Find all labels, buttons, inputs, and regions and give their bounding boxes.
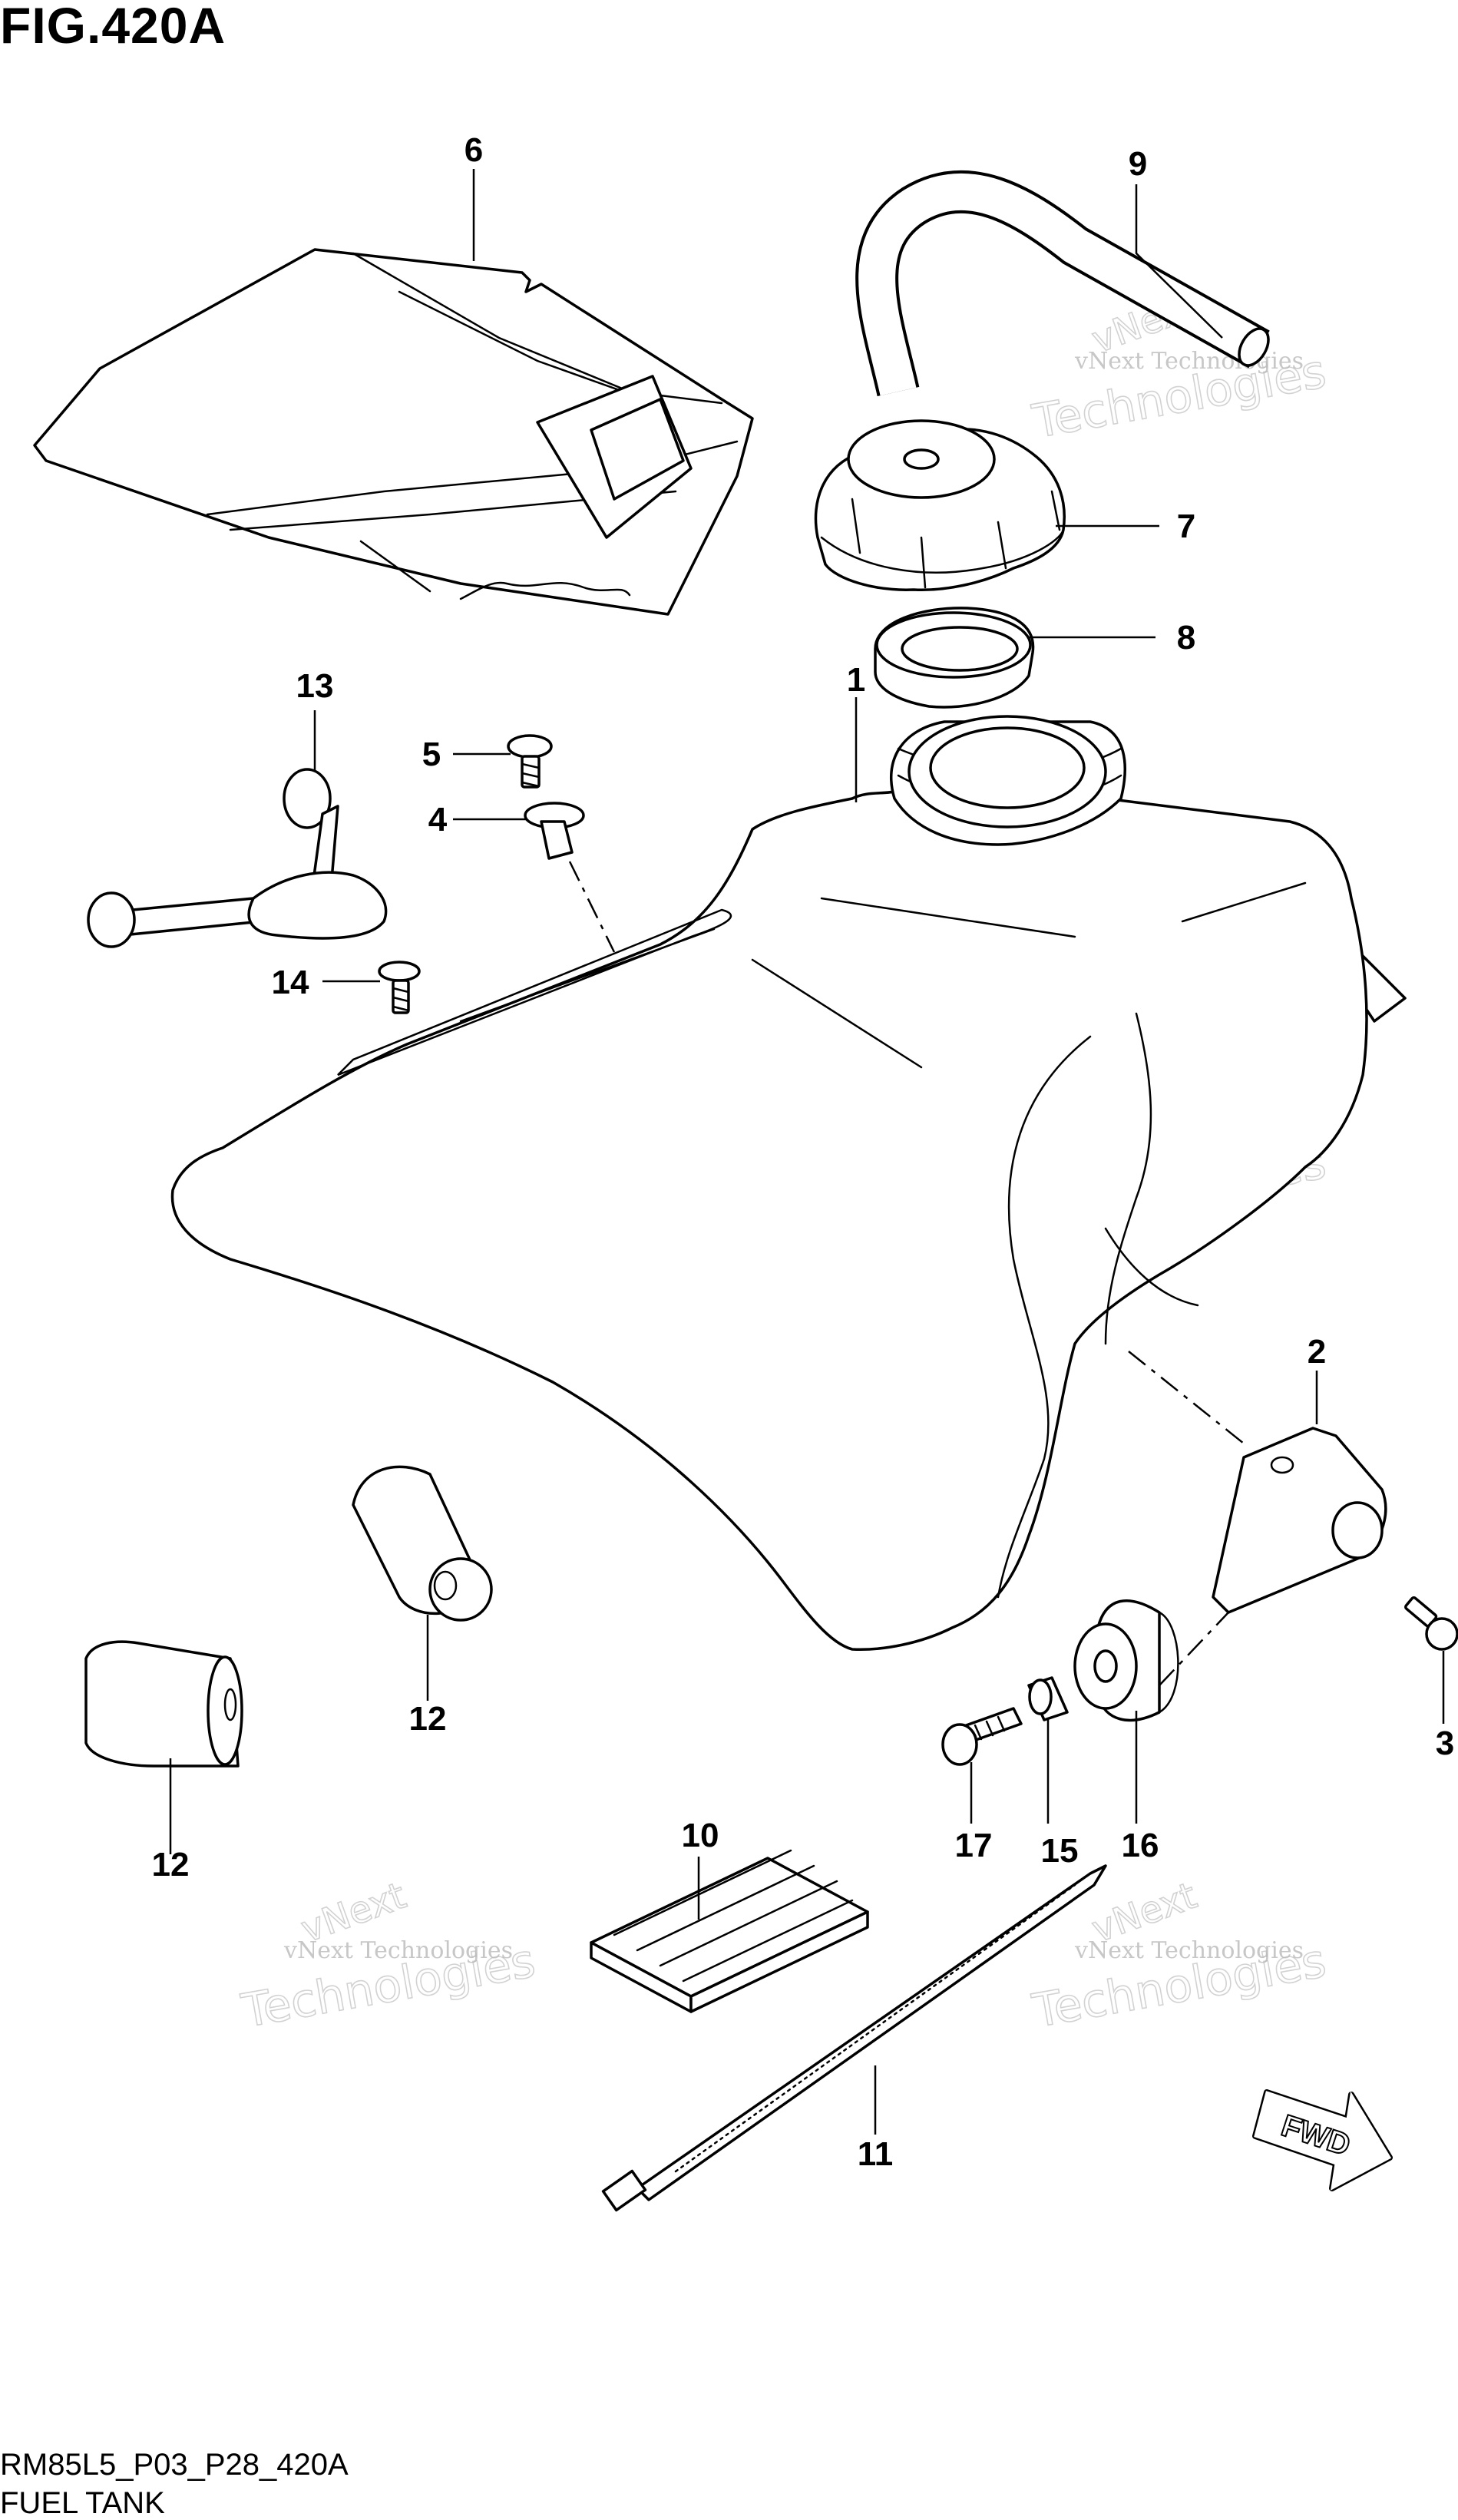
fuel-cap-drawing	[814, 419, 1066, 592]
callout-8: 8	[1177, 619, 1195, 656]
callout-3: 3	[1436, 1725, 1454, 1762]
leader-lines	[169, 169, 1445, 2135]
figure-title: FIG.420A	[0, 0, 226, 54]
callout-1: 1	[847, 661, 865, 699]
callout-2: 2	[1308, 1333, 1326, 1371]
forward-arrow: FWD	[1252, 2089, 1393, 2191]
tank-decal-drawing	[33, 248, 754, 616]
watermark-text: vNext Technologies	[283, 1937, 513, 1964]
bracket-drawing	[1212, 1427, 1387, 1614]
callout-14: 14	[272, 964, 309, 1001]
callout-4: 4	[428, 801, 448, 838]
cushion-16-drawing	[1073, 1599, 1179, 1722]
callout-12-b: 12	[152, 1846, 190, 1883]
collar-15-drawing	[1027, 1676, 1069, 1721]
callout-15: 15	[1041, 1832, 1079, 1870]
callout-labels: 1 2 3 4 5 6 7 8 9 10 11 12 12 13 14 15 1…	[152, 131, 1455, 2173]
callout-17: 17	[955, 1827, 993, 1864]
fuel-cock-drawing	[87, 768, 388, 948]
callout-13: 13	[296, 667, 334, 705]
screw-collar-drawing	[507, 734, 585, 860]
cushion-12-b-drawing	[84, 1640, 243, 1768]
callout-9: 9	[1129, 145, 1147, 183]
bolt-3-drawing	[1404, 1596, 1458, 1651]
callout-12-a: 12	[409, 1700, 447, 1738]
screw-14-drawing	[378, 961, 421, 1014]
breather-hose-drawing	[855, 170, 1270, 397]
callout-5: 5	[422, 736, 441, 773]
callout-16: 16	[1122, 1827, 1159, 1864]
foam-pad-drawing	[590, 1849, 869, 2013]
callout-6: 6	[465, 131, 483, 169]
fuel-tank-drawing	[170, 715, 1407, 1652]
figure-code: RM85L5_P03_P28_420A	[0, 2448, 349, 2482]
bolt-17-drawing	[941, 1707, 1023, 1766]
cushion-12-a-drawing	[352, 1465, 493, 1622]
callout-11: 11	[858, 2135, 894, 2173]
callout-10: 10	[682, 1817, 719, 1854]
cap-gasket-drawing	[874, 607, 1035, 709]
callout-7: 7	[1177, 508, 1195, 545]
cable-tie-drawing	[601, 1864, 1107, 2212]
figure-name: FUEL TANK	[0, 2486, 165, 2520]
watermark-text: vNext Technologies	[1074, 1937, 1304, 1964]
